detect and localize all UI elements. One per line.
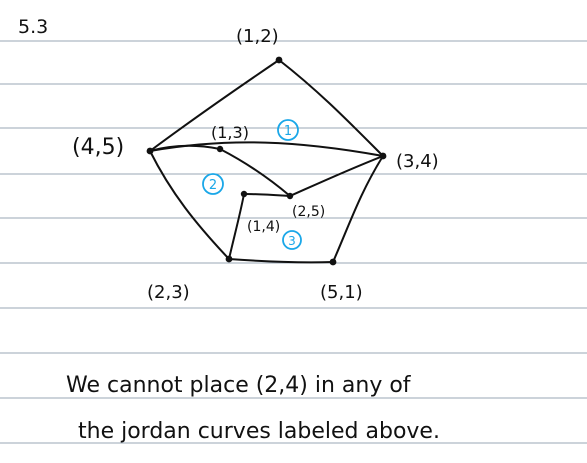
edge-14-25 [243, 193, 291, 197]
region-marker-circle [277, 119, 299, 141]
region-marker-circle [202, 173, 224, 195]
vertex-34 [379, 152, 387, 160]
note-line-2: the jordan curves labeled above. [78, 419, 440, 444]
vertex-label-51: (5,1) [320, 282, 363, 303]
region-marker-3: 3 [282, 230, 302, 250]
graph-edges [149, 59, 384, 264]
vertex-label-25: (2,5) [292, 204, 325, 220]
edge-45-12 [149, 59, 280, 152]
vertex-label-34: (3,4) [396, 151, 439, 172]
vertex-45 [146, 147, 154, 155]
edge-23-51 [228, 258, 334, 264]
region-marker-text: 2 [209, 178, 217, 193]
region-marker-1: 1 [277, 119, 299, 141]
vertex-13 [216, 145, 224, 153]
vertex-23 [225, 255, 233, 263]
note-line-1: We cannot place (2,4) in any of [66, 373, 412, 398]
region-marker-circle [282, 230, 302, 250]
vertex-25 [286, 192, 294, 200]
edge-45-23 [149, 150, 230, 260]
graph-vertices [146, 56, 387, 266]
edge-34-51 [332, 155, 384, 263]
vertex-label-23: (2,3) [147, 282, 190, 303]
region-marker-text: 1 [284, 124, 292, 139]
vertex-label-45: (4,5) [72, 135, 124, 160]
region-marker-text: 3 [288, 234, 296, 248]
region-markers: 1 2 3 [202, 119, 302, 250]
vertex-label-12: (1,2) [236, 26, 279, 47]
edge-12-34 [278, 59, 384, 157]
problem-number: 5.3 [18, 16, 48, 38]
vertex-label-13: (1,3) [211, 123, 249, 142]
edge-14-23 [228, 193, 245, 260]
region-marker-2: 2 [202, 173, 224, 195]
vertex-label-14: (1,4) [247, 219, 280, 235]
vertex-12 [275, 56, 283, 64]
vertex-51 [329, 258, 337, 266]
edge-13-25 [219, 148, 291, 197]
edge-45-34 [149, 141, 384, 157]
edge-34-25 [289, 155, 384, 197]
vertex-14 [240, 190, 248, 198]
